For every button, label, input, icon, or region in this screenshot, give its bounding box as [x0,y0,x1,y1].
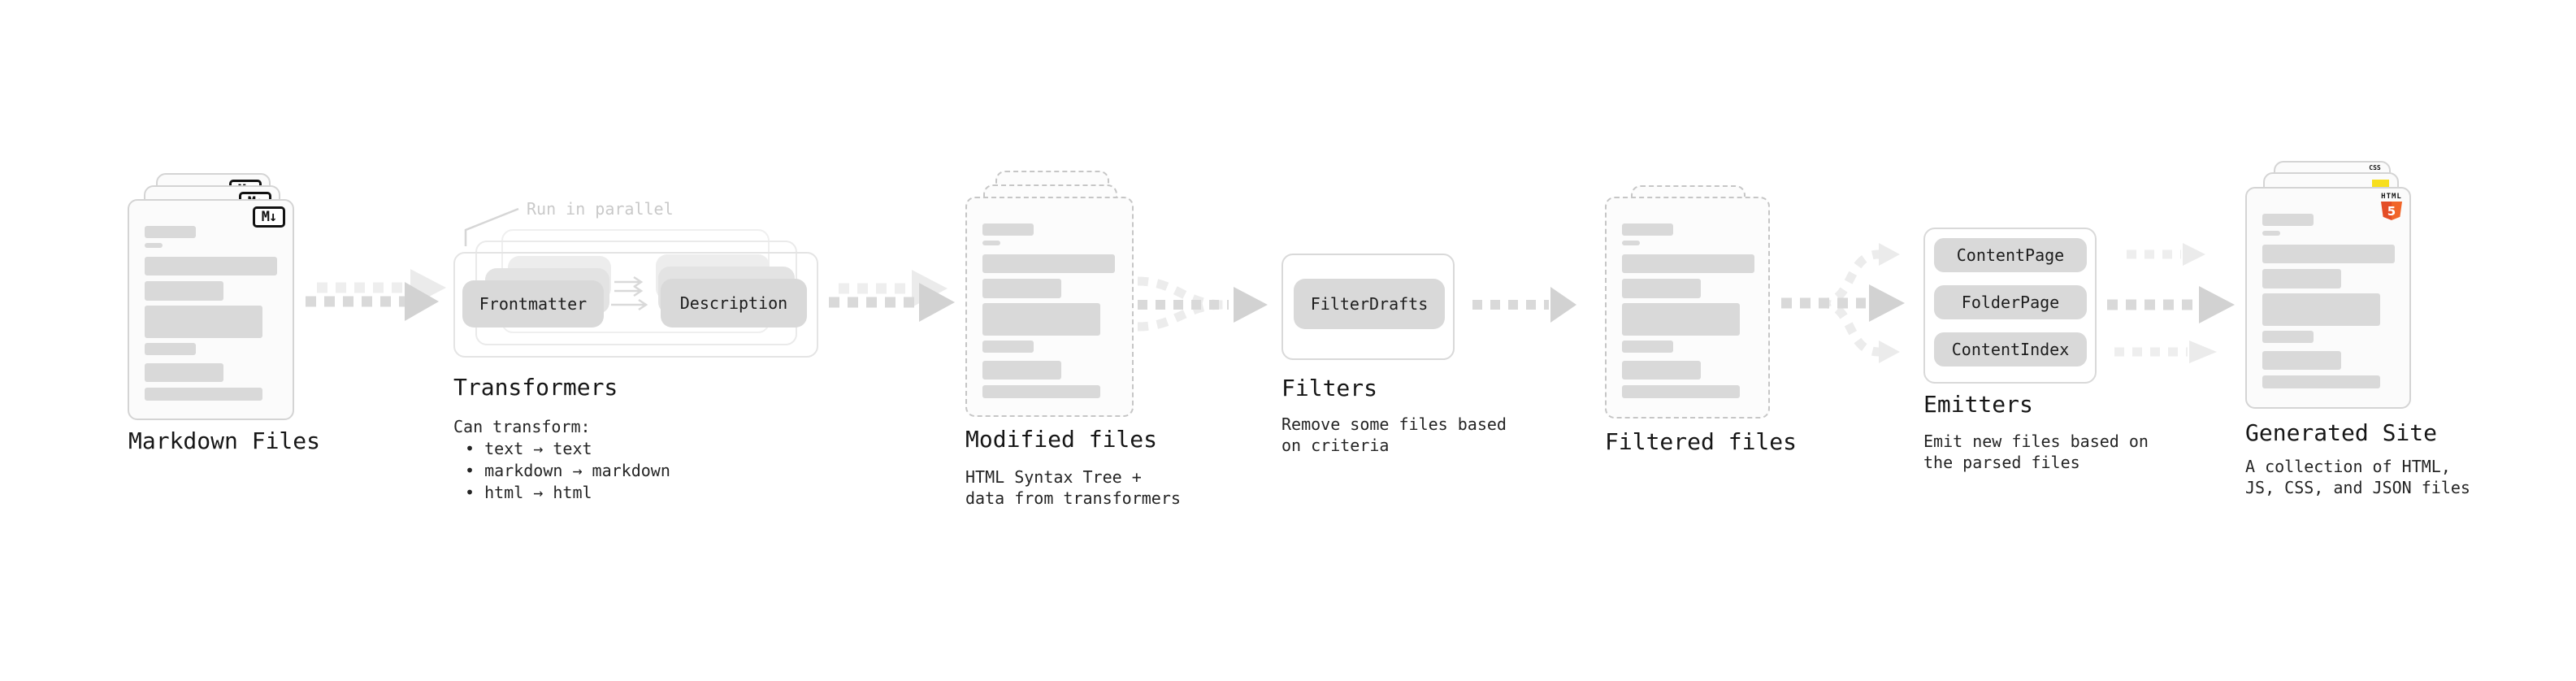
placeholder-bar [145,281,223,301]
placeholder-bar [982,361,1061,380]
placeholder-bar [145,306,262,338]
placeholder-bar [982,241,1000,245]
caption-line: HTML Syntax Tree + [965,467,1142,487]
caption-line: • text → text [465,439,592,458]
html5-label: HTML [2381,193,2402,201]
filters-caption: Remove some files based on criteria [1281,414,1507,456]
placeholder-bar [2262,214,2314,226]
emitters-caption: Emit new files based on the parsed files [1923,431,2149,473]
transformers-caption: Can transform: • text → text • markdown … [453,416,670,504]
transformer-card-front [453,252,818,358]
html5-number: 5 [2387,203,2396,219]
html5-shield: 5 [2381,202,2402,220]
html5-icon: HTML 5 [2380,193,2403,220]
generated-site-heading: Generated Site [2245,419,2438,446]
placeholder-bar [145,363,223,382]
transformers-heading: Transformers [453,374,618,401]
placeholder-bar [982,385,1100,398]
modified-files-heading: Modified files [965,426,1158,453]
placeholder-bar [1622,361,1701,380]
run-in-parallel-note: Run in parallel [527,199,674,219]
arrow-filters-to-filtered [1472,287,1576,323]
placeholder-bar [145,388,262,401]
markdown-icon: M↓ [253,206,285,228]
filters-frame [1281,254,1455,360]
caption-line: Emit new files based on [1923,432,2149,451]
caption-line: • html → html [465,483,592,502]
placeholder-bar [982,340,1034,353]
filtered-doc-front [1605,197,1770,419]
arrow-transformers-to-modified [829,270,955,322]
caption-line: the parsed files [1923,453,2080,472]
caption-line: A collection of HTML, [2245,457,2451,476]
arrow-modified-to-filters [1137,276,1268,332]
placeholder-bar [145,257,277,275]
placeholder-bar [145,226,196,238]
placeholder-bar [145,243,163,248]
filterdrafts-pill: FilterDrafts [1294,279,1445,329]
caption-line: • markdown → markdown [465,461,670,480]
filters-heading: Filters [1281,375,1378,401]
markdown-files-label: Markdown Files [128,427,321,454]
folderpage-pill: FolderPage [1934,285,2087,319]
placeholder-bar [2262,375,2380,388]
markdown-doc-front: M↓ [128,199,294,420]
frontmatter-pill: Frontmatter [462,280,604,327]
placeholder-bar [1622,385,1740,398]
caption-line: data from transformers [965,488,1181,508]
description-pill: Description [661,279,807,327]
placeholder-bar [982,303,1100,336]
placeholder-bar [2262,245,2395,263]
placeholder-bar [145,343,196,355]
placeholder-bar [2262,293,2380,326]
placeholder-bar [982,223,1034,236]
placeholder-bar [2262,331,2314,343]
modified-files-caption: HTML Syntax Tree + data from transformer… [965,466,1181,509]
placeholder-bar [982,254,1115,273]
arrow-markdown-to-transformers [306,269,446,321]
emitters-heading: Emitters [1923,391,2033,418]
emitters-frame [1923,228,2097,384]
contentindex-pill: ContentIndex [1934,332,2087,367]
contentpage-pill: ContentPage [1934,238,2087,272]
placeholder-bar [2262,231,2280,236]
placeholder-bar [982,279,1061,298]
arrows-emitters-to-generated [2107,243,2235,363]
modified-doc-front [965,197,1134,417]
placeholder-bar [1622,254,1754,273]
placeholder-bar [1622,223,1673,236]
caption-line: JS, CSS, and JSON files [2245,478,2470,497]
caption-line: on criteria [1281,436,1390,455]
placeholder-bar [1622,303,1740,336]
placeholder-bar [1622,340,1673,353]
generated-doc-front: HTML 5 [2245,187,2411,409]
placeholder-bar [1622,241,1640,245]
generated-site-caption: A collection of HTML, JS, CSS, and JSON … [2245,456,2470,498]
placeholder-bar [2262,351,2341,370]
placeholder-bar [1622,279,1701,298]
caption-line: Remove some files based [1281,414,1507,434]
placeholder-bar [2262,269,2341,288]
css-label: CSS [2369,164,2381,171]
arrow-filtered-to-emitters [1781,243,1905,363]
filtered-files-heading: Filtered files [1605,428,1798,455]
caption-line: Can transform: [453,417,591,436]
